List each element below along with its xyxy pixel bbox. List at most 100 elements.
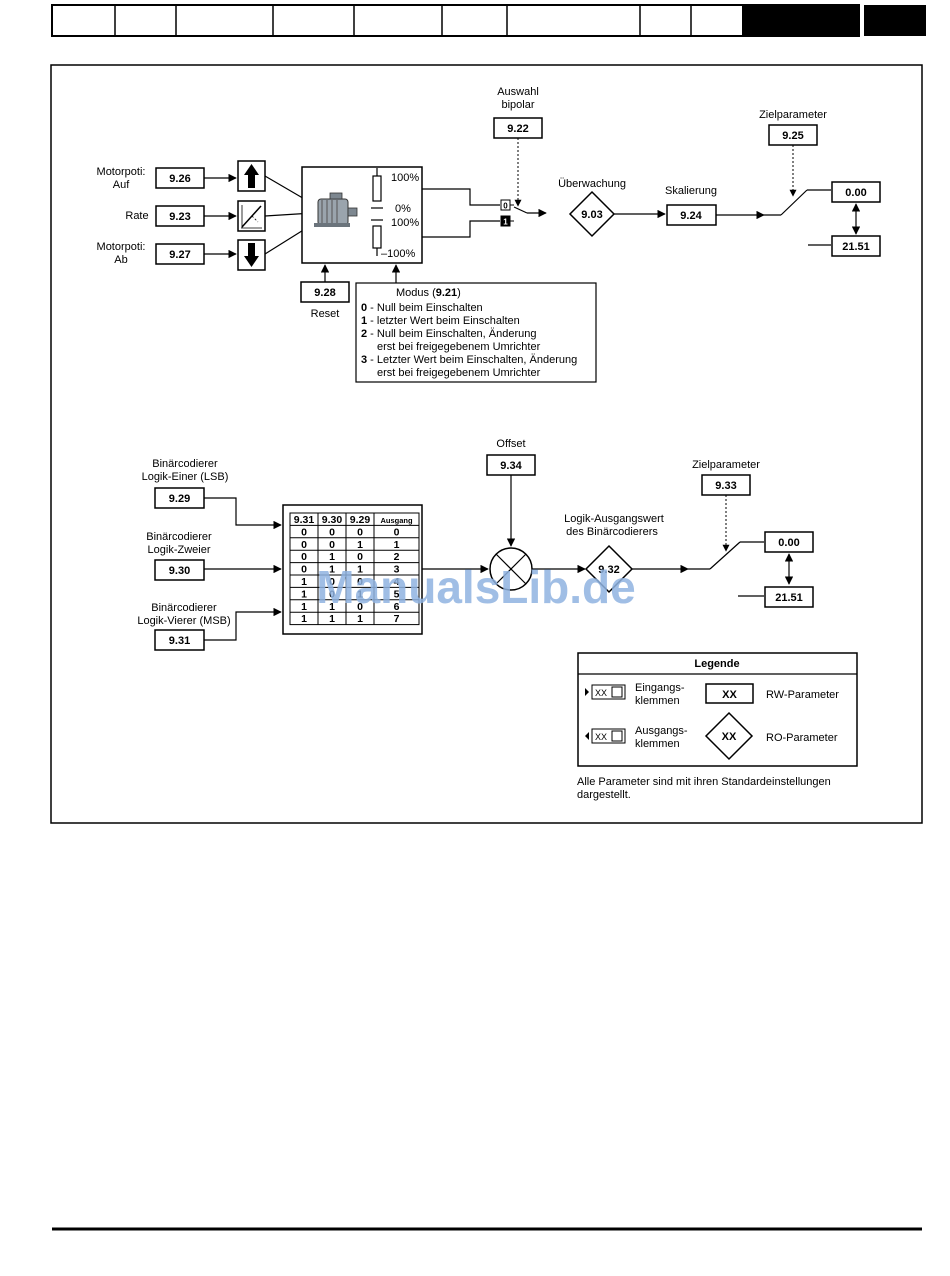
param-box-9-33: 9.33 [701,474,751,496]
legend-eingang-label: Eingangs- [635,682,685,694]
motorpoti-ab-label: Motorpoti: [97,241,146,253]
msb-label-2: Logik-Vierer (MSB) [137,615,230,627]
lsb-label-2: Logik-Einer (LSB) [142,471,229,483]
motorpoti-section: Motorpoti: Auf Rate Motorpoti: Ab 9.26 9… [97,86,881,383]
ro-parameter-symbol: XX [704,711,754,761]
truth-table-cell: 0 [394,526,400,538]
motor-zero-label: 0% [395,203,411,215]
truth-table-cell: 1 [301,601,307,613]
svg-text:9.28: 9.28 [314,287,335,299]
legend-ausgang-label-2: klemmen [635,738,680,750]
truth-table-cell: 0 [301,551,307,563]
truth-table-header: 9.31 [294,514,315,526]
watermark: ManualsLib.de [316,561,635,613]
truth-table-cell: 1 [357,613,363,625]
param-box-output-value: 0.00 [831,181,881,203]
truth-table-cell: 1 [301,588,307,600]
truth-table-cell: 0 [301,564,307,576]
motor-neg-100-label: –100% [381,248,415,260]
truth-table-header: 9.29 [350,514,371,526]
motor-plus-100-label: 100% [391,172,419,184]
truth-table-cell: 1 [329,564,335,576]
note-line-2: dargestellt. [577,789,631,801]
zielparameter-label: Zielparameter [759,109,827,121]
diagram-frame [50,64,923,824]
motorpoti-block: 100% 0% 100% –100% [301,166,423,264]
modus-item: 1 - letzter Wert beim Einschalten [361,315,520,327]
truth-table-cell: 6 [394,601,400,613]
truth-table-cell: 1 [329,613,335,625]
ausgangswert-label: Logik-Ausgangswert [564,513,664,525]
truth-table-cell: 0 [329,576,335,588]
svg-text:9.25: 9.25 [782,130,803,142]
truth-table-cell: 0 [301,539,307,551]
motorpoti-auf-label-2: Auf [113,179,130,191]
param-box-9-24: 9.24 [666,204,717,226]
svg-text:9.33: 9.33 [715,480,736,492]
truth-table-cell: 1 [357,588,363,600]
svg-text:21.51: 21.51 [775,592,803,604]
down-arrow-icon [237,239,266,271]
svg-text:9.24: 9.24 [680,210,702,222]
svg-text:XX: XX [722,689,737,701]
svg-text:9.27: 9.27 [169,249,190,261]
svg-text:9.23: 9.23 [169,211,190,223]
truth-table-cell: 0 [357,526,363,538]
svg-text:9.29: 9.29 [169,493,190,505]
truth-table-border [289,512,420,626]
ro-parameter-label: RO-Parameter [766,732,838,744]
param-diamond-9-03: 9.03 [568,190,616,238]
truth-table-header: 9.30 [322,514,343,526]
truth-table-cell: 5 [394,588,400,600]
motorpoti-ab-label-2: Ab [114,254,127,266]
truth-table-cell: 0 [329,539,335,551]
legend: Legende XX Eingangs- klemmen XX Ausgangs… [577,652,858,767]
legend-eingang-label-2: klemmen [635,695,680,707]
truth-table-cell: 1 [357,564,363,576]
svg-text:9.30: 9.30 [169,565,190,577]
modus-item: 3 - Letzter Wert beim Einschalten, Änder… [361,354,577,366]
svg-text:1: 1 [503,218,508,227]
ueberwachung-label: Überwachung [558,178,626,190]
truth-table-cell: 2 [394,551,400,563]
truth-table-cell: 1 [357,539,363,551]
param-box-9-30: 9.30 [154,559,205,581]
svg-text:9.03: 9.03 [581,209,602,221]
truth-table-header: Ausgang [380,516,413,525]
rate-label: Rate [125,210,148,222]
truth-table-cell: 1 [301,576,307,588]
offset-label: Offset [496,438,525,450]
ausgangswert-label-2: des Binärcodierers [566,526,658,538]
modus-item: 0 - Null beim Einschalten [361,302,483,314]
param-box-9-22: 9.22 [493,117,543,139]
truth-table-cell: 0 [357,576,363,588]
param-box-9-26: 9.26 [155,167,205,189]
svg-text:0: 0 [503,202,508,211]
zweier-label-2: Logik-Zweier [148,544,211,556]
modus-title: Modus (9.21) [396,287,461,299]
auswahl-label: Auswahl [497,86,539,98]
modus-box: Modus (9.21) 0 - Null beim Einschalten1 … [355,282,597,383]
svg-text:0.00: 0.00 [845,187,866,199]
truth-table-cell: 1 [301,613,307,625]
binary-decoder-section: Binärcodierer Logik-Einer (LSB) 9.29 Bin… [137,438,814,651]
input-terminal-icon: XX [585,684,626,700]
svg-text:0.00: 0.00 [778,537,799,549]
truth-table-cell: 0 [357,601,363,613]
modus-item: erst bei freigegebenem Umrichter [377,367,541,379]
param-box-output-dest-2: 21.51 [764,586,814,608]
summing-junction-icon [489,547,533,591]
svg-text:XX: XX [722,731,737,743]
reset-label: Reset [311,308,340,320]
param-box-9-27: 9.27 [155,243,205,265]
svg-text:9.32: 9.32 [598,564,619,576]
param-box-9-25: 9.25 [768,124,818,146]
ramp-icon [237,200,266,232]
truth-table-cell: 0 [301,526,307,538]
truth-table-cell: 1 [329,601,335,613]
note-line-1: Alle Parameter sind mit ihren Standardei… [577,776,831,788]
param-box-9-31: 9.31 [154,629,205,651]
